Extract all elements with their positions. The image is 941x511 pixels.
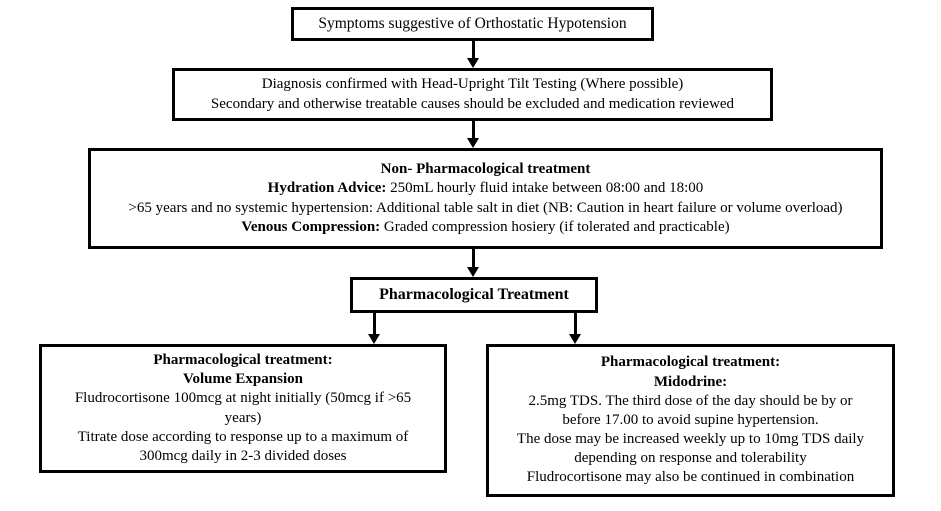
node-pharmacological-treatment: Pharmacological Treatment bbox=[350, 277, 598, 313]
hydration-advice-text: 250mL hourly fluid intake between 08:00 … bbox=[386, 180, 704, 197]
node-midodrine-line-3: The dose may be increased weekly up to 1… bbox=[516, 431, 865, 448]
arrow-nonpharmacological-to-pharmacological bbox=[466, 249, 480, 277]
hydration-advice-label: Hydration Advice: bbox=[267, 180, 387, 197]
node-midodrine-line-4: depending on response and tolerability bbox=[574, 450, 807, 467]
arrow-shaft bbox=[471, 41, 475, 59]
venous-compression-text: Graded compression hosiery (if tolerated… bbox=[380, 218, 730, 235]
arrow-diagnosis-to-nonpharmacological bbox=[466, 121, 480, 148]
node-midodrine-line-2: before 17.00 to avoid supine hypertensio… bbox=[562, 411, 819, 428]
node-volume-expansion-line-3: Titrate dose according to response up to… bbox=[77, 428, 409, 445]
node-diagnosis-line-2: Secondary and otherwise treatable causes… bbox=[210, 95, 735, 112]
node-non-pharmacological-line-compression: Venous Compression: Graded compression h… bbox=[241, 218, 729, 237]
venous-compression-label: Venous Compression: bbox=[241, 218, 381, 235]
node-midodrine: Pharmacological treatment: Midodrine: 2.… bbox=[486, 344, 895, 497]
node-volume-expansion-heading-1: Pharmacological treatment: bbox=[153, 351, 333, 368]
node-diagnosis: Diagnosis confirmed with Head-Upright Ti… bbox=[172, 68, 773, 121]
arrow-pharmacological-to-volume-expansion bbox=[367, 313, 381, 344]
node-volume-expansion-heading-2: Volume Expansion bbox=[183, 371, 303, 388]
arrow-head bbox=[568, 334, 581, 344]
arrow-head bbox=[466, 58, 479, 68]
arrow-symptoms-to-diagnosis bbox=[466, 41, 480, 68]
node-symptoms: Symptoms suggestive of Orthostatic Hypot… bbox=[291, 7, 654, 41]
node-midodrine-heading-1: Pharmacological treatment: bbox=[600, 354, 781, 371]
arrow-shaft bbox=[471, 121, 475, 139]
node-non-pharmacological-treatment: Non- Pharmacological treatment Hydration… bbox=[88, 148, 883, 249]
node-midodrine-heading-2: Midodrine: bbox=[653, 373, 728, 390]
node-volume-expansion: Pharmacological treatment: Volume Expans… bbox=[39, 344, 447, 473]
node-symptoms-line-1: Symptoms suggestive of Orthostatic Hypot… bbox=[318, 15, 627, 33]
node-volume-expansion-line-2: years) bbox=[224, 409, 262, 426]
arrow-shaft bbox=[372, 313, 376, 335]
node-volume-expansion-line-4: 300mcg daily in 2-3 divided doses bbox=[139, 447, 347, 464]
node-midodrine-line-1: 2.5mg TDS. The third dose of the day sho… bbox=[528, 392, 853, 409]
arrow-shaft bbox=[471, 249, 475, 268]
node-diagnosis-line-1: Diagnosis confirmed with Head-Upright Ti… bbox=[261, 76, 684, 93]
arrow-pharmacological-to-midodrine bbox=[568, 313, 582, 344]
node-pharmacological-treatment-label: Pharmacological Treatment bbox=[379, 285, 569, 303]
node-midodrine-line-5: Fludrocortisone may also be continued in… bbox=[526, 469, 855, 486]
node-volume-expansion-line-1: Fludrocortisone 100mcg at night initiall… bbox=[74, 390, 412, 407]
node-non-pharmacological-heading: Non- Pharmacological treatment bbox=[380, 161, 591, 178]
arrow-head bbox=[466, 267, 479, 277]
node-non-pharmacological-line-salt: >65 years and no systemic hypertension: … bbox=[128, 199, 843, 216]
arrow-head bbox=[367, 334, 380, 344]
node-non-pharmacological-line-hydration: Hydration Advice: 250mL hourly fluid int… bbox=[268, 179, 704, 198]
arrow-shaft bbox=[573, 313, 577, 335]
arrow-head bbox=[466, 138, 479, 148]
